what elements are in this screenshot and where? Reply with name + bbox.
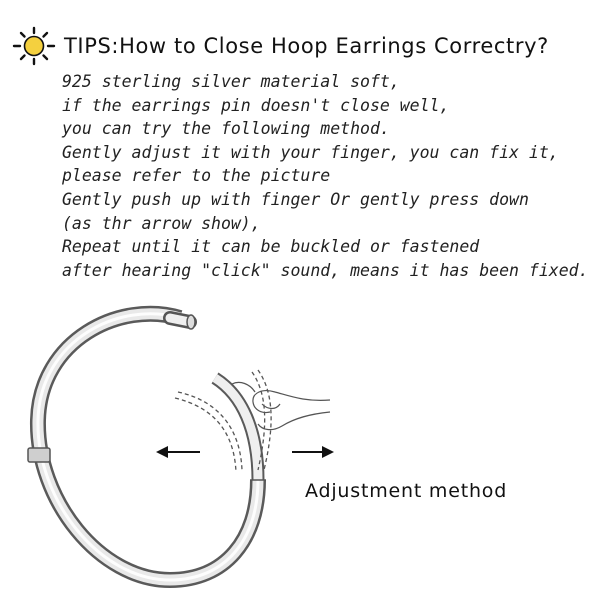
- instruction-line: 925 sterling silver material soft,: [62, 72, 400, 91]
- arrow-left-icon: [156, 446, 200, 458]
- instruction-line: (as thr arrow show),: [62, 213, 261, 233]
- movement-guides: [174, 369, 272, 473]
- instruction-line: Gently adjust it with your finger, you c…: [62, 142, 559, 162]
- hand-icon: [231, 381, 331, 431]
- sun-icon: [12, 26, 56, 66]
- hoop-earring-illustration: [27, 305, 334, 589]
- page-title: TIPS:How to Close Hoop Earrings Correctr…: [64, 34, 549, 58]
- instruction-line: if the earrings pin doesn't close well,: [62, 95, 450, 115]
- instruction-line: please refer to the picture: [62, 166, 331, 186]
- hoop-ring: [27, 305, 266, 589]
- illustration-caption: Adjustment method: [305, 480, 508, 502]
- title-row: TIPS:How to Close Hoop Earrings Correctr…: [10, 26, 549, 66]
- instruction-line: after hearing "click" sound, means it ha…: [62, 260, 589, 280]
- instruction-line: Repeat until it can be buckled or fasten…: [62, 237, 480, 257]
- instructions-text: 925 sterling silver material soft, if th…: [62, 70, 590, 282]
- instruction-line: Gently push up with finger Or gently pre…: [62, 189, 529, 209]
- instruction-line: you can try the following method.: [62, 119, 390, 139]
- arrow-right-icon: [292, 446, 334, 458]
